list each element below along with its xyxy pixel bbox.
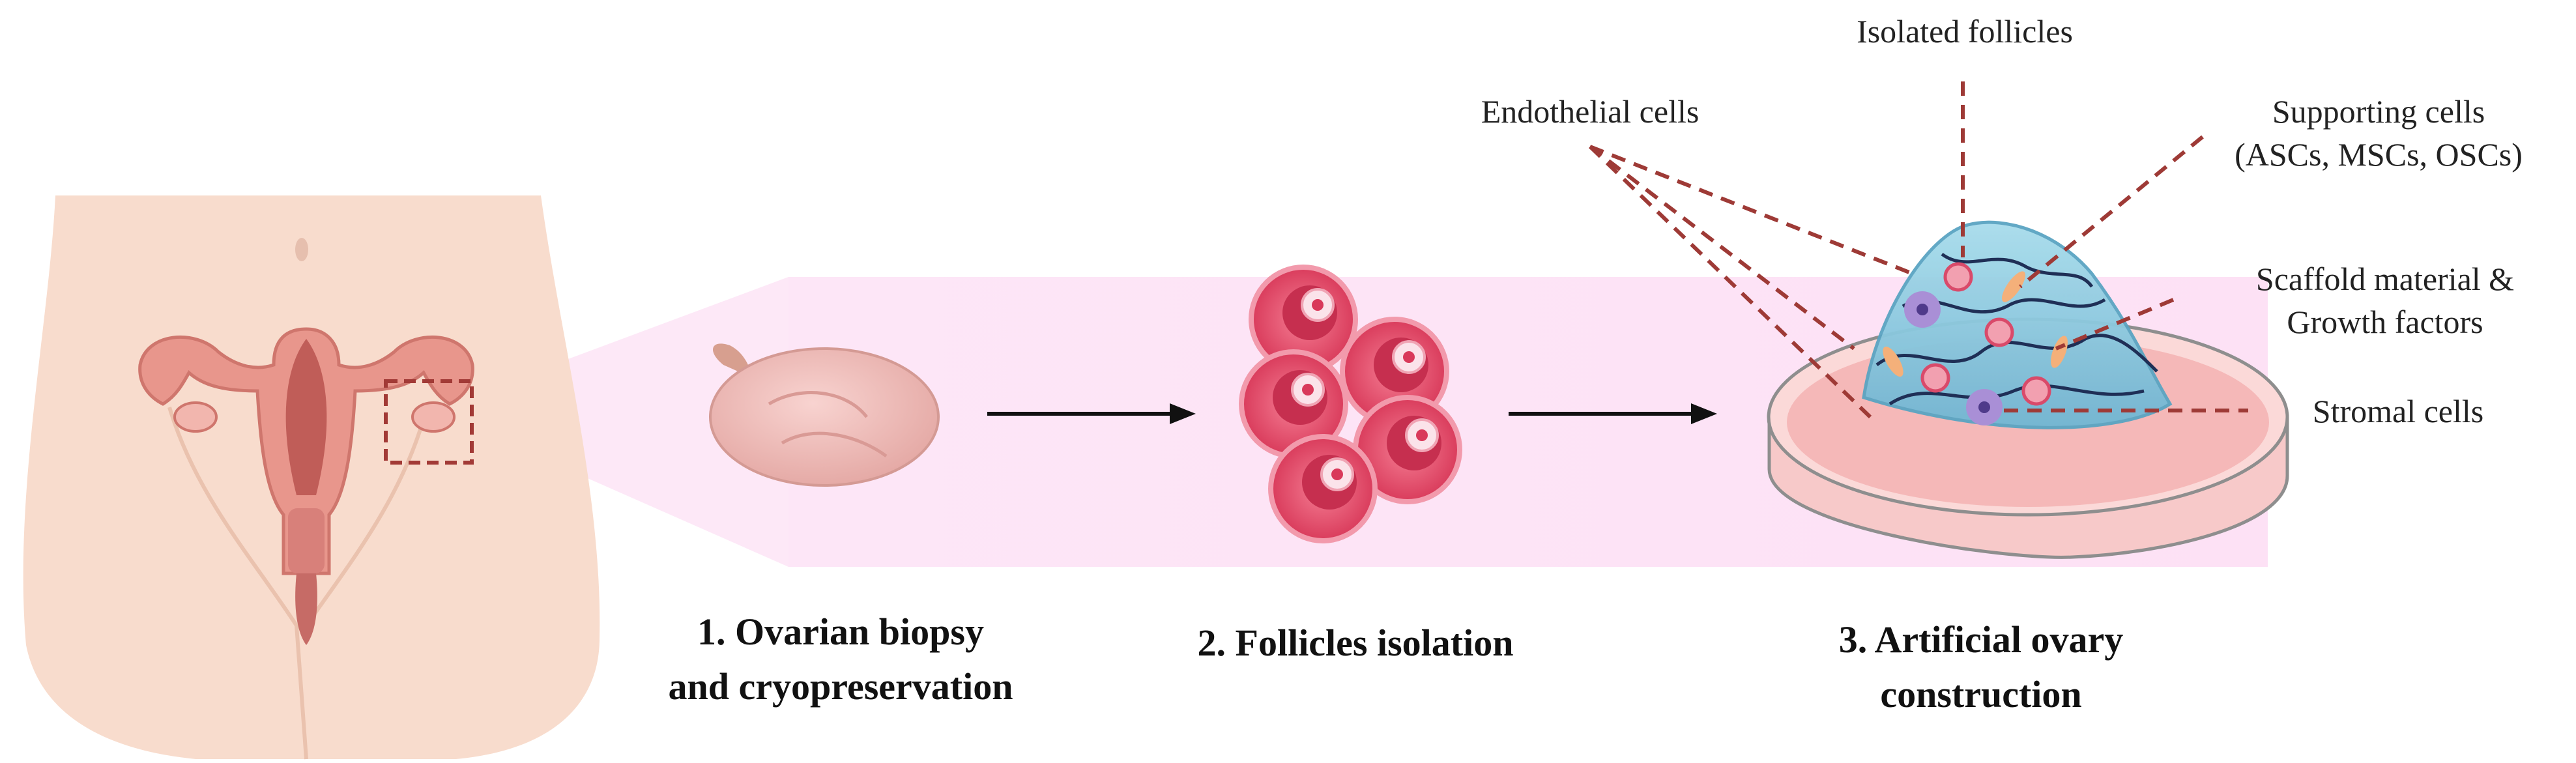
callout-line-scaffold [2055,298,2175,351]
ovary-highlight-box [384,379,474,465]
step-3-label: 3. Artificial ovary construction [1838,618,2124,715]
callout-line-endothelial-2 [1589,145,1855,351]
step-1-label: 1. Ovarian biopsy and cryopreservation [668,611,1013,708]
follicle [1249,265,1358,374]
arrow-follicles-to-construct [1509,403,1717,424]
callout-line-endothelial-1 [1589,145,1914,276]
cell-markers [1883,262,2068,425]
callout-line-endothelial-3 [1588,145,1872,419]
callout-endothelial-cells: Endothelial cells [1481,93,1700,130]
uterus-illustration [138,327,474,645]
follicle [1353,395,1462,504]
arrow-ovary-to-follicles [987,403,1196,424]
ovary-illustration [709,343,940,487]
step-2-label: 2. Follicles isolation [1197,622,1514,664]
follicle-cluster [1239,265,1462,543]
callout-scaffold-material: Scaffold material & Growth factors [2255,261,2515,340]
follicle [1239,349,1348,459]
follicle [1268,434,1378,543]
callout-line-supporting [2019,135,2204,289]
callout-stromal-cells: Stromal cells [2312,393,2484,429]
callout-isolated-follicles: Isolated follicles [1857,13,2073,50]
callout-lines [1588,81,2248,419]
callout-supporting-cells: Supporting cells (ASCs, MSCs, OSCs) [2235,93,2523,173]
hydrogel-construct [1862,220,2173,429]
